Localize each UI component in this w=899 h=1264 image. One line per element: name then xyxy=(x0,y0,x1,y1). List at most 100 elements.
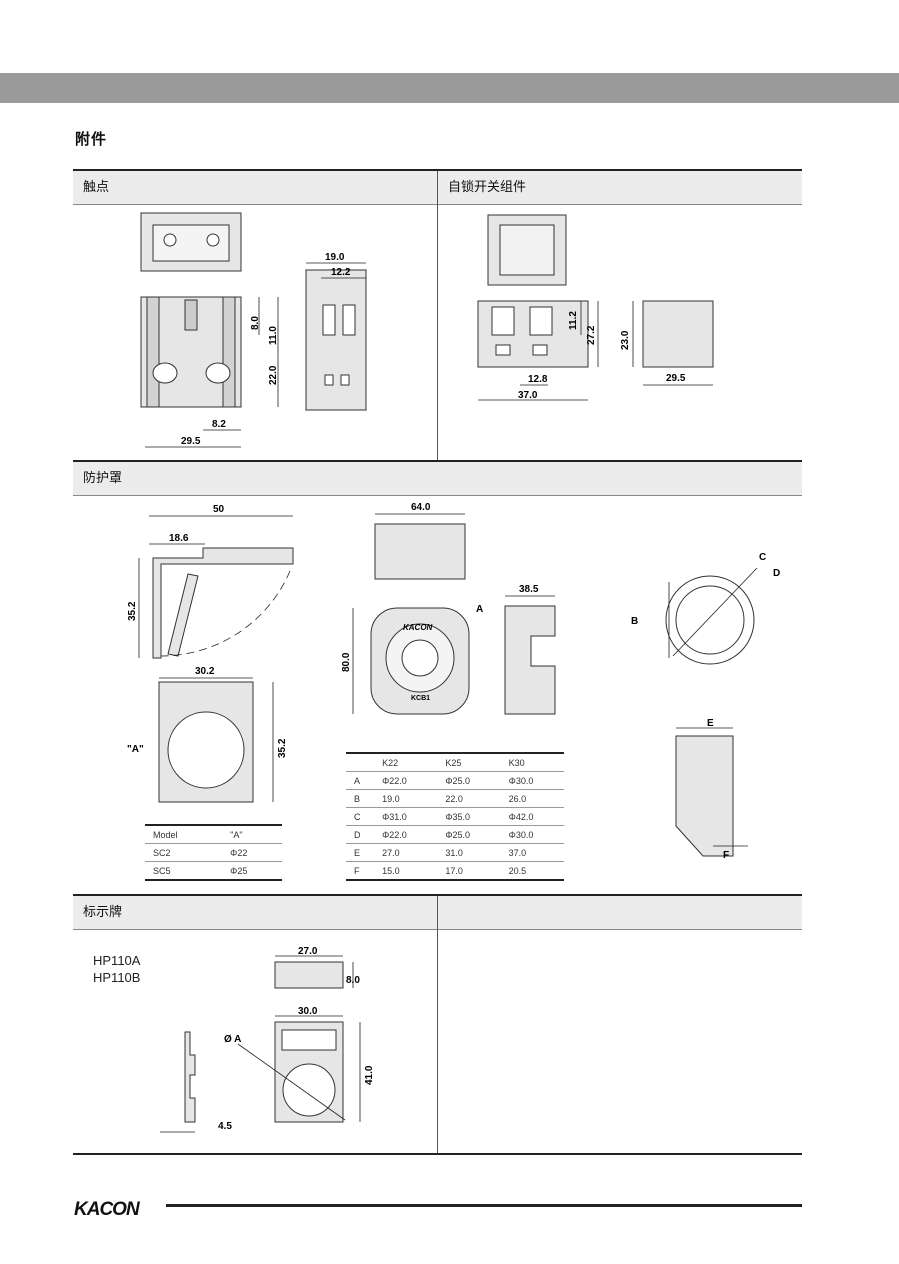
dim-4-5: 4.5 xyxy=(218,1121,232,1132)
dim-41: 41.0 xyxy=(364,1065,375,1085)
divider xyxy=(73,495,802,496)
table-header-cell: K30 xyxy=(500,752,564,772)
model-name: HP110A xyxy=(93,953,141,968)
table-cell: Φ25.0 xyxy=(437,771,501,790)
table-cell: B xyxy=(346,789,375,808)
column-divider xyxy=(437,171,438,460)
dim-35-2-side: 35.2 xyxy=(127,601,138,621)
table-cell: Φ22 xyxy=(222,843,282,862)
kcb-text: KCB1 xyxy=(411,695,430,702)
table-cell: 27.0 xyxy=(374,843,438,862)
table-cell: Φ25 xyxy=(222,861,282,881)
self-lock-drawing: 11.2 27.2 12.8 37.0 23.0 29.5 xyxy=(477,214,714,401)
section-header-guard: 防护罩 xyxy=(73,462,802,495)
nameplate-drawing: 27.0 8.0 30.0 Ø A 41.0 4.5 xyxy=(160,946,375,1133)
dim-27-2: 27.2 xyxy=(586,325,597,345)
table-cell: SC2 xyxy=(145,843,223,862)
table-row: SC2 Φ22 xyxy=(145,843,282,862)
table-row: Model "A" xyxy=(145,824,282,844)
section-rule xyxy=(73,1153,802,1155)
table-cell: Φ30.0 xyxy=(500,771,564,790)
table-cell: 26.0 xyxy=(500,789,564,808)
dim-38-5: 38.5 xyxy=(519,584,539,595)
model-name: HP110B xyxy=(93,970,141,985)
dim-29-5: 29.5 xyxy=(181,436,201,447)
kacon-logo: KACON xyxy=(74,1199,142,1220)
table-cell: 15.0 xyxy=(374,861,438,881)
column-divider xyxy=(437,896,438,1154)
logo-text: KACON xyxy=(403,623,433,632)
section-rule xyxy=(73,460,802,462)
table-cell: Φ25.0 xyxy=(437,825,501,844)
guard-drawing: 50 18.6 35.2 30.2 35.2 "A" 64.0 38.5 80.… xyxy=(127,502,780,861)
table-row: SC5 Φ25 xyxy=(145,861,282,881)
label-e: E xyxy=(707,718,714,729)
label-a: A xyxy=(476,604,483,615)
label-c: C xyxy=(759,552,766,563)
table-cell: Φ22.0 xyxy=(374,771,438,790)
dim-12-8: 12.8 xyxy=(528,374,548,385)
footer-rule xyxy=(166,1204,802,1207)
section-header-blank xyxy=(438,896,802,929)
table-header-cell: K22 xyxy=(374,752,438,772)
table-cell: 31.0 xyxy=(437,843,501,862)
table-cell: SC5 xyxy=(145,861,223,881)
dim-37: 37.0 xyxy=(518,390,538,401)
dim-8-2: 8.2 xyxy=(212,419,226,430)
table-cell: A xyxy=(346,771,375,790)
dim-35-2-front: 35.2 xyxy=(277,738,288,758)
table-header-cell: K25 xyxy=(437,752,501,772)
table-cell: C xyxy=(346,807,375,826)
model-list: HP110A HP110B xyxy=(93,952,140,986)
dim-50: 50 xyxy=(213,504,225,515)
dim-30: 30.0 xyxy=(298,1006,318,1017)
brand-logo-text: KACON xyxy=(74,1199,141,1220)
label-b: B xyxy=(631,616,638,627)
section-header-contacts: 触点 xyxy=(73,171,437,204)
dim-80: 80.0 xyxy=(341,652,352,672)
table-cell: Φ30.0 xyxy=(500,825,564,844)
table-row: K22 K25 K30 xyxy=(346,752,564,772)
table-cell: D xyxy=(346,825,375,844)
dim-18-6: 18.6 xyxy=(169,533,189,544)
dim-11: 11.0 xyxy=(268,326,279,345)
dim-22: 22.0 xyxy=(268,365,279,385)
table-cell: Φ22.0 xyxy=(374,825,438,844)
table-cell: Φ35.0 xyxy=(437,807,501,826)
label-d: D xyxy=(773,568,780,579)
section-rule xyxy=(73,894,802,896)
table-cell: E xyxy=(346,843,375,862)
dim-11-2: 11.2 xyxy=(568,311,579,330)
section-header-nameplate: 标示牌 xyxy=(73,896,437,929)
table-cell: 17.0 xyxy=(437,861,501,881)
contact-drawing: 19.0 12.2 8.0 11.0 22.0 8.2 29.5 xyxy=(140,212,367,448)
table-cell: F xyxy=(346,861,375,881)
dim-27: 27.0 xyxy=(298,946,318,957)
dim-23: 23.0 xyxy=(620,330,631,350)
table-cell: 19.0 xyxy=(374,789,438,808)
table-header-cell: "A" xyxy=(222,824,282,844)
section-header-self-lock: 自锁开关组件 xyxy=(438,171,802,204)
table-header-cell: Model xyxy=(145,824,223,844)
dim-12-2: 12.2 xyxy=(331,267,351,278)
section-rule xyxy=(73,169,802,171)
label-a-mark: "A" xyxy=(127,744,144,755)
table-cell: 20.5 xyxy=(500,861,564,881)
table-cell: 22.0 xyxy=(437,789,501,808)
page-title: 附件 xyxy=(75,130,108,148)
table-header-cell xyxy=(346,752,375,772)
dim-8: 8.0 xyxy=(346,975,360,986)
header-band xyxy=(0,73,899,103)
table-cell: Φ42.0 xyxy=(500,807,564,826)
dim-30-2: 30.2 xyxy=(195,666,215,677)
table-cell: Φ31.0 xyxy=(374,807,438,826)
dim-64: 64.0 xyxy=(411,502,431,513)
sc-table: Model "A" SC2 Φ22 SC5 Φ25 xyxy=(145,824,282,881)
dim-8: 8.0 xyxy=(250,316,261,330)
